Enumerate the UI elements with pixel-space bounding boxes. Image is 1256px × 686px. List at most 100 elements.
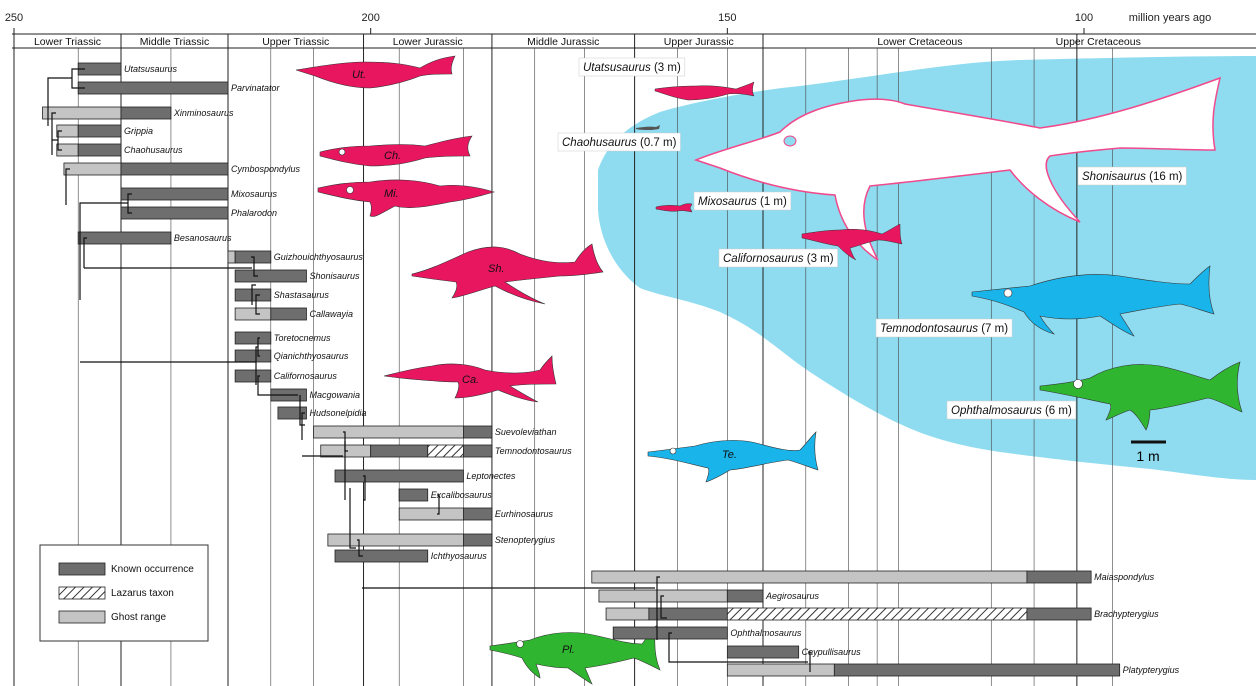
taxon-range: Mixosaurus bbox=[121, 188, 278, 200]
taxon-range: Eurhinosaurus bbox=[399, 508, 553, 520]
size-label-size: (3 m) bbox=[804, 253, 834, 265]
taxon-range: Guizhouichthyosaurus bbox=[228, 251, 363, 263]
range-segment-ghost bbox=[314, 426, 464, 438]
taxon-range: Toretocnemus bbox=[235, 332, 331, 344]
figure-label-pl: Pl. bbox=[562, 644, 575, 656]
taxon-label: Macgowania bbox=[309, 390, 360, 400]
range-segment-ghost bbox=[64, 163, 121, 175]
range-segment-known bbox=[121, 107, 171, 119]
range-segment-known bbox=[335, 550, 428, 562]
period-label: Upper Triassic bbox=[262, 36, 329, 48]
taxon-label: Aegirosaurus bbox=[765, 591, 820, 601]
size-label-name: Shonisaurus bbox=[1082, 171, 1146, 183]
range-segment-ghost bbox=[606, 608, 649, 620]
taxon-label: Eurhinosaurus bbox=[495, 509, 554, 519]
size-label-mixosaurus: Mixosaurus (1 m) bbox=[694, 192, 791, 210]
taxon-label: Qianichthyosaurus bbox=[274, 351, 349, 361]
axis-unit-label: million years ago bbox=[1129, 12, 1212, 24]
period-label: Lower Triassic bbox=[34, 36, 101, 48]
shonisaurus-eye bbox=[784, 136, 796, 146]
taxon-label: Suevoleviathan bbox=[495, 427, 557, 437]
taxon-label: Guizhouichthyosaurus bbox=[274, 252, 364, 262]
size-label-size: (16 m) bbox=[1146, 171, 1183, 183]
figure-label-mi: Mi. bbox=[384, 188, 399, 200]
taxon-label: Shastasaurus bbox=[274, 290, 330, 300]
range-segment-known bbox=[235, 270, 306, 282]
legend-swatch-ghost bbox=[59, 611, 105, 623]
size-label-name: Utatsusaurus bbox=[583, 62, 651, 74]
range-segment-known bbox=[463, 508, 492, 520]
range-segment-known bbox=[78, 125, 121, 137]
range-segment-known bbox=[463, 534, 492, 546]
range-segment-known bbox=[834, 664, 1119, 676]
taxon-label: Chaohusaurus bbox=[124, 145, 183, 155]
taxon-range: Stenopterygius bbox=[328, 534, 556, 546]
size-label-name: Ophthalmosaurus bbox=[951, 405, 1042, 417]
taxon-range: Grippia bbox=[57, 125, 153, 137]
taxon-range: Hudsonelpidia bbox=[278, 407, 367, 419]
silhouette-mixosaurus: Mi. bbox=[318, 180, 494, 217]
scale-bar-label: 1 m bbox=[1136, 448, 1159, 464]
range-segment-ghost bbox=[399, 508, 463, 520]
axis-tick-label: 150 bbox=[718, 12, 736, 24]
period-label: Lower Cretaceous bbox=[877, 36, 962, 48]
range-segment-known bbox=[1027, 571, 1091, 583]
figure-label-te: Te. bbox=[722, 449, 737, 461]
range-segment-known bbox=[121, 163, 228, 175]
range-segment-lazarus bbox=[727, 608, 1027, 620]
range-segment-known bbox=[727, 646, 798, 658]
axis-tick-label: 250 bbox=[5, 12, 23, 24]
taxon-range: Excalibosaurus bbox=[399, 489, 492, 501]
taxon-range: Cymbospondylus bbox=[64, 163, 301, 175]
size-label-size: (0.7 m) bbox=[637, 137, 677, 149]
size-label-chaohusaurus: Chaohusaurus (0.7 m) bbox=[558, 133, 680, 151]
period-label: Upper Cretaceous bbox=[1056, 36, 1141, 48]
taxon-label: Cymbospondylus bbox=[231, 164, 301, 174]
taxon-range: Qianichthyosaurus bbox=[235, 350, 349, 362]
taxon-label: Mixosaurus bbox=[231, 189, 278, 199]
taxon-range: Xinminosaurus bbox=[43, 107, 234, 119]
size-label-temnodontosaurus: Temnodontosaurus (7 m) bbox=[876, 319, 1012, 337]
legend-swatch-known bbox=[59, 563, 105, 575]
range-segment-known bbox=[235, 289, 271, 301]
range-segment-ghost bbox=[235, 308, 271, 320]
taxon-range: Phalarodon bbox=[121, 207, 277, 219]
range-segment-known bbox=[235, 370, 271, 382]
legend-swatch-lazarus bbox=[59, 587, 105, 599]
silhouette-shonisaurus-small: Sh. bbox=[412, 244, 603, 304]
figure-label-ca: Ca. bbox=[462, 374, 479, 386]
taxon-label: Brachypterygius bbox=[1094, 609, 1159, 619]
range-segment-known bbox=[727, 590, 763, 602]
taxon-label: Platypterygius bbox=[1123, 665, 1180, 675]
taxon-label: Shonisaurus bbox=[309, 271, 360, 281]
size-label-size: (1 m) bbox=[757, 196, 787, 208]
figure-label-ch: Ch. bbox=[384, 150, 401, 162]
taxon-range: Maiaspondylus bbox=[592, 571, 1155, 583]
figure-label-sh: Sh. bbox=[488, 263, 505, 275]
period-label: Middle Jurassic bbox=[527, 36, 599, 48]
range-segment-known bbox=[399, 489, 428, 501]
silhouette-californosaurus-small: Ca. bbox=[384, 356, 556, 402]
range-segment-ghost bbox=[328, 534, 464, 546]
taxon-range: Temnodontosaurus bbox=[321, 445, 572, 457]
taxon-label: Stenopterygius bbox=[495, 535, 556, 545]
size-label-name: Temnodontosaurus bbox=[880, 323, 978, 335]
size-label-size: (6 m) bbox=[1042, 405, 1072, 417]
size-label-name: Californosaurus bbox=[723, 253, 804, 265]
range-segment-known bbox=[335, 470, 463, 482]
taxon-range: Ophthalmosaurus bbox=[613, 627, 802, 639]
taxon-range: Callawayia bbox=[235, 308, 353, 320]
svg-text:Temnodontosaurus (7 m): Temnodontosaurus (7 m) bbox=[880, 323, 1008, 335]
taxon-range: Chaohusaurus bbox=[57, 144, 183, 156]
range-segment-known bbox=[371, 445, 428, 457]
svg-text:Ophthalmosaurus (6 m): Ophthalmosaurus (6 m) bbox=[951, 405, 1072, 417]
taxon-range: Californosaurus bbox=[235, 370, 337, 382]
taxon-label: Xinminosaurus bbox=[173, 108, 234, 118]
taxon-range: Caypullisaurus bbox=[727, 646, 861, 658]
legend-label-known: Known occurrence bbox=[111, 564, 194, 575]
range-segment-lazarus bbox=[428, 445, 464, 457]
svg-text:Utatsusaurus (3 m): Utatsusaurus (3 m) bbox=[583, 62, 681, 74]
legend-label-lazarus: Lazarus taxon bbox=[111, 588, 174, 599]
taxon-label: Besanosaurus bbox=[174, 233, 232, 243]
